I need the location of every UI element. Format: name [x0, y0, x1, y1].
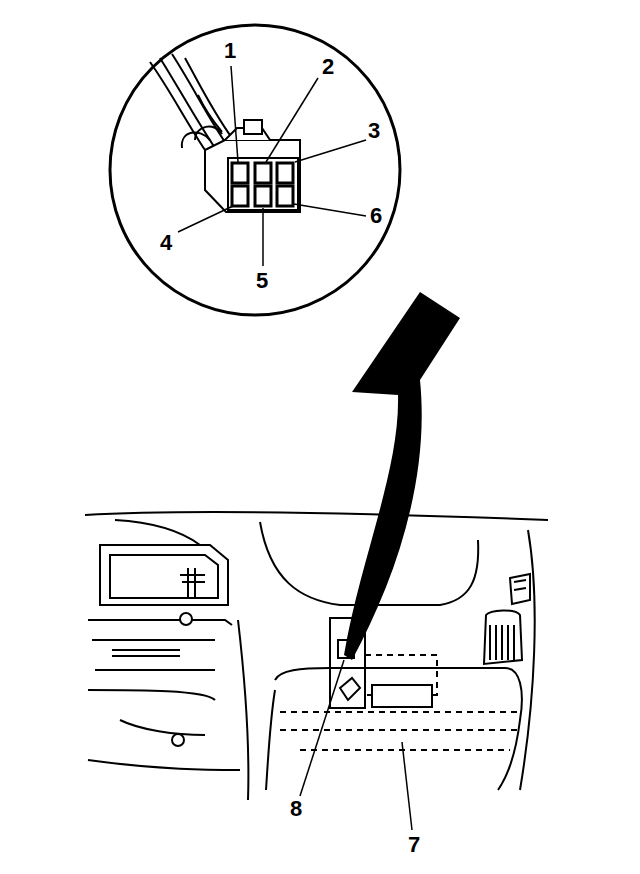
- glove-box: [280, 655, 518, 750]
- dashboard: [85, 512, 548, 800]
- callout-number: 4: [160, 232, 172, 254]
- leader-lines: [178, 66, 412, 830]
- zoom-circle: [110, 25, 400, 315]
- callout-number: 3: [368, 120, 380, 142]
- glove-box-latch: [372, 685, 432, 707]
- callout-number: 8: [290, 798, 302, 820]
- callout-number: 1: [224, 40, 236, 62]
- callout-number: 7: [408, 834, 420, 856]
- wire-bundle: [150, 54, 232, 150]
- callout-number: 2: [322, 56, 334, 78]
- callout-number: 6: [370, 205, 382, 227]
- connector: [205, 120, 300, 212]
- callout-number: 5: [256, 270, 268, 292]
